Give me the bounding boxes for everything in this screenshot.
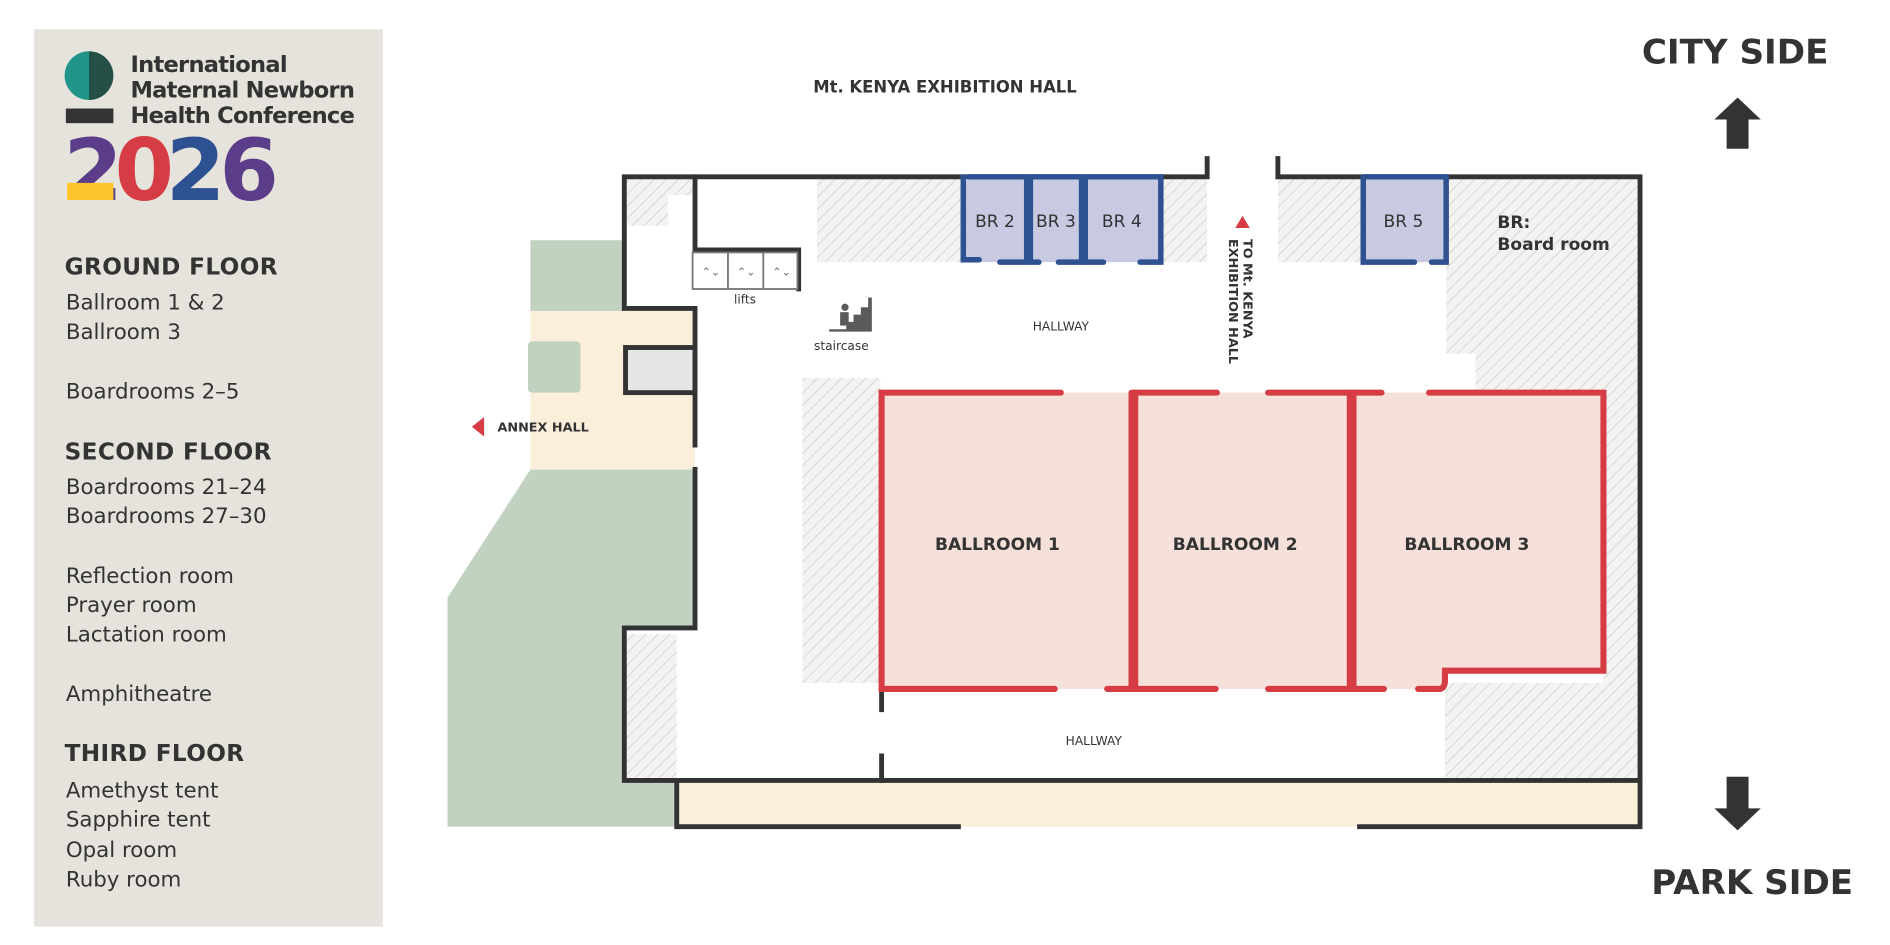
logo-line-3: Health Conference	[130, 103, 354, 129]
staircase[interactable]: staircase	[814, 297, 872, 353]
legend-item: Ballroom 1 & 2	[66, 291, 225, 316]
to-exhibition-hall-sign[interactable]: TO Mt. KENYA EXHIBITION HALL	[1225, 215, 1255, 364]
garden-areas	[447, 240, 698, 827]
legend-heading-second: SECOND FLOOR	[65, 440, 272, 466]
legend-item: Reflection room	[66, 564, 234, 589]
year-digit: 2	[166, 122, 225, 221]
service-room	[623, 345, 698, 396]
staircase-icon	[829, 297, 872, 332]
to-kenya-line-2: EXHIBITION HALL	[1225, 239, 1240, 364]
conference-logo: International Maternal Newborn Health Co…	[63, 51, 355, 221]
ballrooms: BALLROOM 1 BALLROOM 2 BALLROOM 3	[878, 389, 1607, 692]
boardrooms: BR 2 BR 3 BR 4 BR 5 BR: Board room	[960, 174, 1610, 265]
logo-line-1: International	[130, 52, 286, 78]
ballroom-3[interactable]: BALLROOM 3	[1350, 389, 1607, 692]
legend-panel: International Maternal Newborn Health Co…	[34, 29, 383, 927]
legend-heading-third: THIRD FLOOR	[65, 741, 245, 767]
staircase-label: staircase	[814, 339, 869, 353]
hallway-label-lower: HALLWAY	[1066, 734, 1123, 748]
city-side-label: CITY SIDE	[1642, 32, 1829, 72]
ballroom-2[interactable]: BALLROOM 2	[1132, 389, 1353, 692]
exhibition-hall-label: Mt. KENYA EXHIBITION HALL	[813, 78, 1077, 97]
legend-item: Boardrooms 2–5	[66, 380, 240, 405]
boardroom-label: BR 2	[975, 212, 1015, 232]
ballroom-label: BALLROOM 2	[1173, 535, 1298, 555]
year-digit: 2	[63, 122, 122, 221]
service-areas	[626, 179, 1638, 778]
logo-line-2: Maternal Newborn	[130, 78, 354, 104]
boardroom-3[interactable]: BR 3	[1027, 174, 1085, 265]
annex-hall-sign[interactable]: ANNEX HALL	[471, 417, 589, 437]
boardroom-4[interactable]: BR 4	[1082, 174, 1164, 265]
legend-heading-ground: GROUND FLOOR	[65, 254, 278, 280]
to-kenya-line-1: TO Mt. KENYA	[1240, 239, 1255, 339]
legend-item: Boardrooms 27–30	[66, 504, 267, 529]
annex-hall-label: ANNEX HALL	[497, 421, 588, 436]
lift-arrows-icon: ⌃⌄	[702, 266, 720, 279]
lifts[interactable]: ⌃⌄ ⌃⌄ ⌃⌄ lifts	[691, 251, 799, 307]
legend-item: Opal room	[66, 838, 177, 863]
building-walls	[621, 156, 1643, 783]
legend-item: Lactation room	[66, 622, 227, 647]
legend-item: Sapphire tent	[66, 808, 211, 833]
city-side-indicator: CITY SIDE	[1642, 32, 1829, 149]
year-digit: 6	[219, 122, 278, 221]
boardroom-5[interactable]: BR 5	[1360, 174, 1449, 265]
legend-item: Prayer room	[66, 593, 197, 618]
legend-item: Amethyst tent	[66, 778, 219, 803]
legend-item: Ballroom 3	[66, 320, 181, 345]
ballroom-1[interactable]: BALLROOM 1	[878, 389, 1135, 692]
boardroom-label: BR 4	[1102, 212, 1142, 232]
park-side-label: PARK SIDE	[1651, 863, 1853, 903]
lift-arrows-icon: ⌃⌄	[772, 266, 790, 279]
boardroom-label: BR 5	[1384, 212, 1424, 232]
year-digit: 0	[115, 122, 174, 221]
lifts-label: lifts	[734, 293, 756, 307]
ballroom-label: BALLROOM 1	[935, 535, 1060, 555]
ballroom-label: BALLROOM 3	[1404, 535, 1529, 555]
arrow-up-icon	[1714, 97, 1761, 149]
legend-item: Amphitheatre	[66, 682, 212, 707]
hallway-label-upper: HALLWAY	[1033, 319, 1090, 333]
logo-year: 2 0 2 6	[63, 122, 278, 221]
park-side-indicator: PARK SIDE	[1651, 776, 1853, 903]
legend-item: Ruby room	[66, 867, 181, 892]
walkway-wall	[674, 777, 1643, 830]
arrow-up-icon	[1235, 215, 1250, 229]
boardroom-label: BR 3	[1036, 212, 1076, 232]
arrow-down-icon	[1714, 776, 1761, 831]
br-key-abbrev: BR:	[1497, 213, 1530, 233]
arrow-left-icon	[471, 417, 485, 437]
boardroom-2[interactable]: BR 2	[960, 174, 1030, 265]
legend-item: Boardrooms 21–24	[66, 475, 267, 500]
park-walkway	[676, 780, 1641, 827]
br-key-meaning: Board room	[1497, 235, 1609, 255]
lift-arrows-icon: ⌃⌄	[737, 266, 755, 279]
